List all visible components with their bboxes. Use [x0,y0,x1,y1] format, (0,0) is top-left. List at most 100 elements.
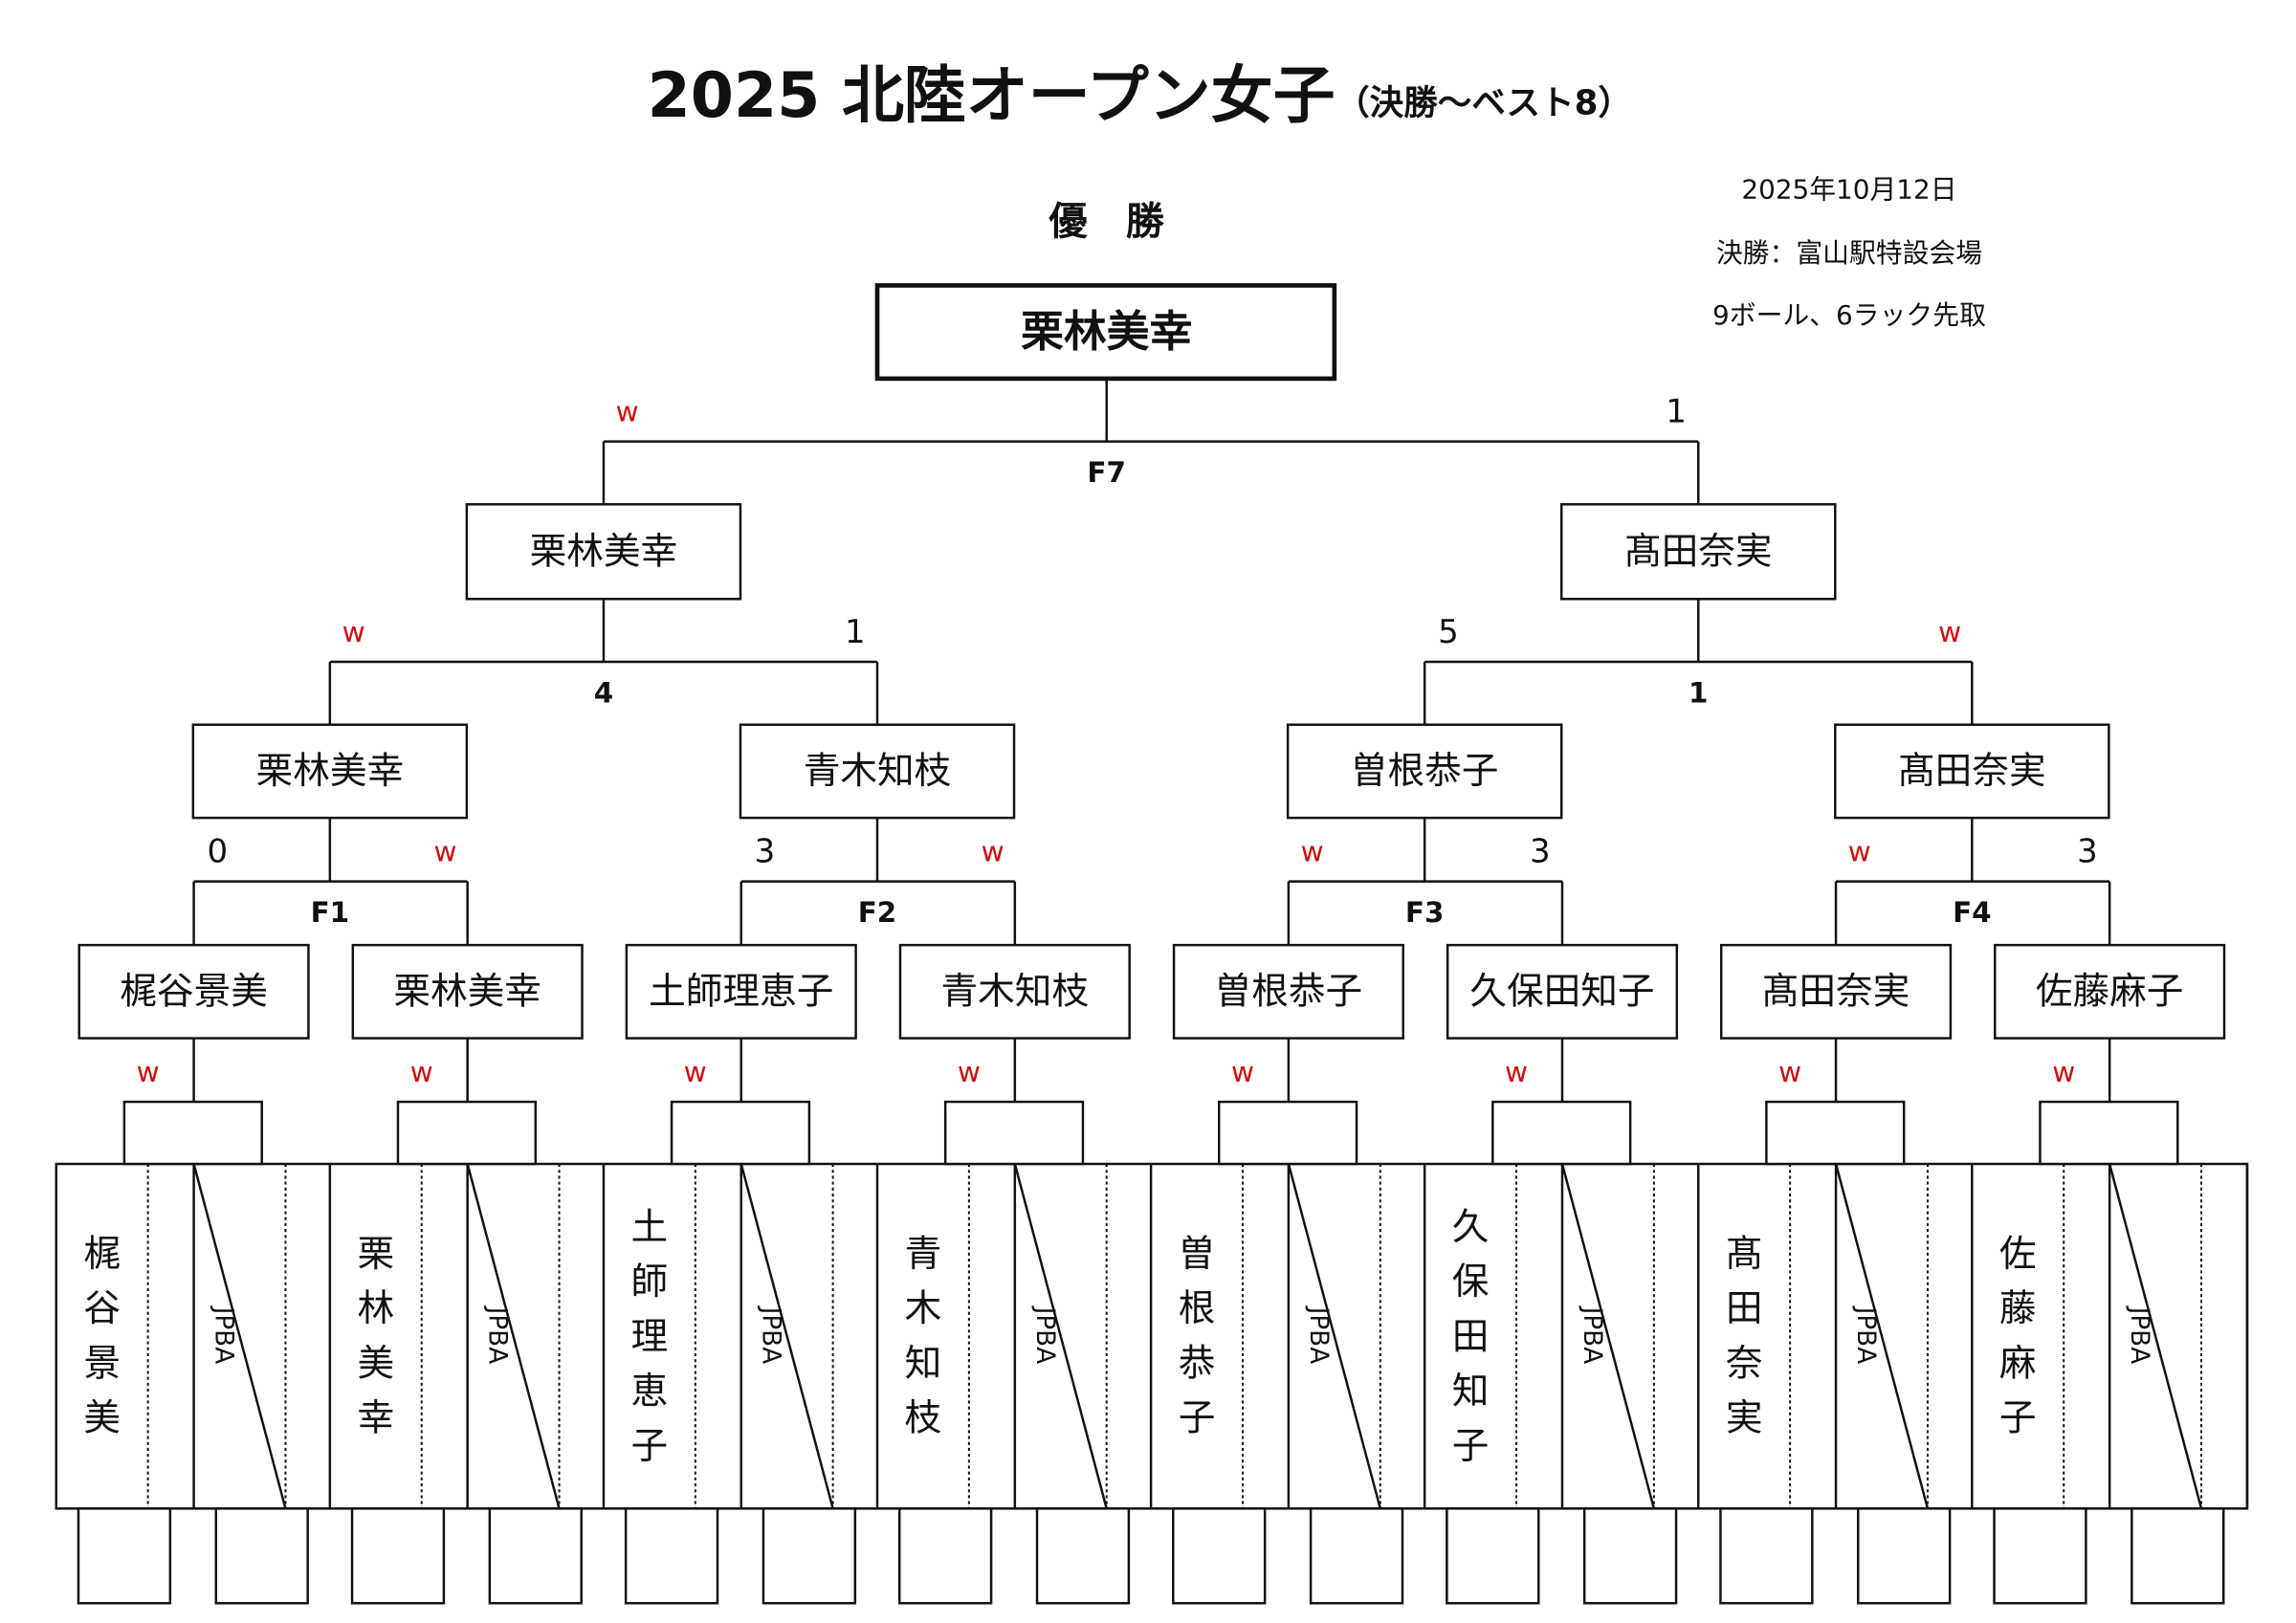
event-venue: 決勝：富山駅特設会場 [1716,237,1982,269]
player-box [191,723,469,820]
entry-name-char: 藤 [1999,1287,2037,1330]
score-left: w [1301,836,1324,868]
score-left: 0 [207,833,228,871]
bracket-line [1287,1163,1381,1509]
player-box [1994,943,2226,1040]
champion-heading: 優 勝 [1048,200,1164,244]
player-name: 梶谷景美 [120,970,268,1013]
entry-name-char: 師 [631,1261,669,1304]
entry-name-char: 土 [631,1206,669,1249]
result-box [897,1507,993,1605]
player-box [351,943,584,1040]
player-box [1446,943,1679,1040]
player-box [1172,943,1404,1040]
match-label: 4 [594,676,613,709]
champion-box [874,283,1337,382]
match-label: F7 [1087,456,1126,489]
entry-name-char: 子 [1999,1396,2037,1439]
score-left: w [1848,836,1871,868]
entry-name-char: 知 [905,1342,942,1385]
entry-org: JPBA [1304,1305,1333,1365]
bracket-line [1560,1163,1656,1509]
r16-score: w [2052,1056,2075,1088]
entry-name-char: 美 [357,1342,394,1385]
event-rule: 9ボール、6ラック先取 [1712,299,1986,331]
player-name: 土師理恵子 [649,970,833,1013]
entry-name-char: 田 [1726,1287,1763,1330]
entry-name-char: 梶 [83,1233,121,1276]
match-label: 1 [1689,676,1708,709]
score-right: 1 [845,613,866,651]
bracket-line [1834,1163,1930,1509]
r16-score: w [410,1056,433,1088]
result-box [762,1507,857,1605]
player-box [625,943,857,1040]
match-label: F1 [311,896,350,929]
bracket-line [740,1163,834,1509]
match-label: F3 [1405,896,1445,929]
entry-name-char: 久 [1452,1206,1490,1249]
score-box [943,1100,1085,1166]
entry-name-char: 木 [905,1287,942,1330]
r16-score: w [958,1056,981,1088]
player-box [898,943,1131,1040]
result-box [488,1507,583,1605]
score-right: w [982,836,1004,868]
score-box [2039,1100,2179,1166]
bracket-line [1013,1163,1108,1509]
player-name: 髙田奈実 [1624,530,1773,573]
score-box [1765,1100,1906,1166]
entry-name-char: 枝 [905,1396,942,1439]
result-box [77,1507,172,1605]
event-date: 2025年10月12日 [1741,173,1956,205]
entry-name-char: 子 [1179,1396,1216,1439]
entry-name-char: 曽 [1179,1233,1216,1276]
match-label: F4 [1953,896,1992,929]
result-box [1309,1507,1404,1605]
result-box [1719,1507,1814,1605]
player-name: 青木知枝 [804,750,952,793]
r16-score: w [1505,1056,1528,1088]
entry-name-char: 子 [1452,1425,1490,1468]
bracket-line [466,1163,561,1509]
score-box [1491,1100,1632,1166]
entry-name-char: 根 [1179,1287,1216,1330]
result-box [1582,1507,1678,1605]
result-box [1172,1507,1267,1605]
player-name: 久保田知子 [1469,970,1654,1013]
r16-score: w [1778,1056,1801,1088]
player-box [1834,723,2110,820]
entry-org: JPBA [757,1305,785,1365]
r16-score: w [684,1056,707,1088]
entry-org: JPBA [483,1305,512,1365]
entry-name-char: 理 [631,1315,669,1358]
entry-name-char: 奈 [1726,1342,1763,1385]
entry-name-char: 恵 [631,1371,669,1414]
player-name: 曽根恭子 [1215,970,1363,1013]
score-right: 3 [2077,833,2098,871]
entry-name-char: 佐 [1999,1233,2037,1276]
entry-name-char: 栗 [357,1233,394,1276]
score-box [122,1100,263,1166]
score-box [670,1100,811,1166]
player-name: 髙田奈実 [1898,750,2046,793]
result-box [1857,1507,1952,1605]
bracket-line [192,1163,287,1509]
player-name: 栗林美幸 [530,530,678,573]
bracket-line [2108,1163,2203,1509]
score-box [1217,1100,1358,1166]
score-right: 3 [1530,833,1551,871]
result-box [624,1507,719,1605]
entry-name-char: 谷 [83,1287,121,1330]
result-box [350,1507,446,1605]
entry-name-char: 実 [1726,1396,1763,1439]
player-name: 栗林美幸 [256,750,405,793]
result-box [2130,1507,2225,1605]
champion-name: 栗林美幸 [1021,306,1192,357]
entry-name-char: 保 [1452,1261,1490,1304]
entry-name-char: 田 [1452,1315,1490,1358]
title-sub: （決勝～ベスト8） [1336,84,1632,123]
entry-name-char: 幸 [357,1396,394,1439]
player-name: 髙田奈実 [1762,970,1910,1013]
